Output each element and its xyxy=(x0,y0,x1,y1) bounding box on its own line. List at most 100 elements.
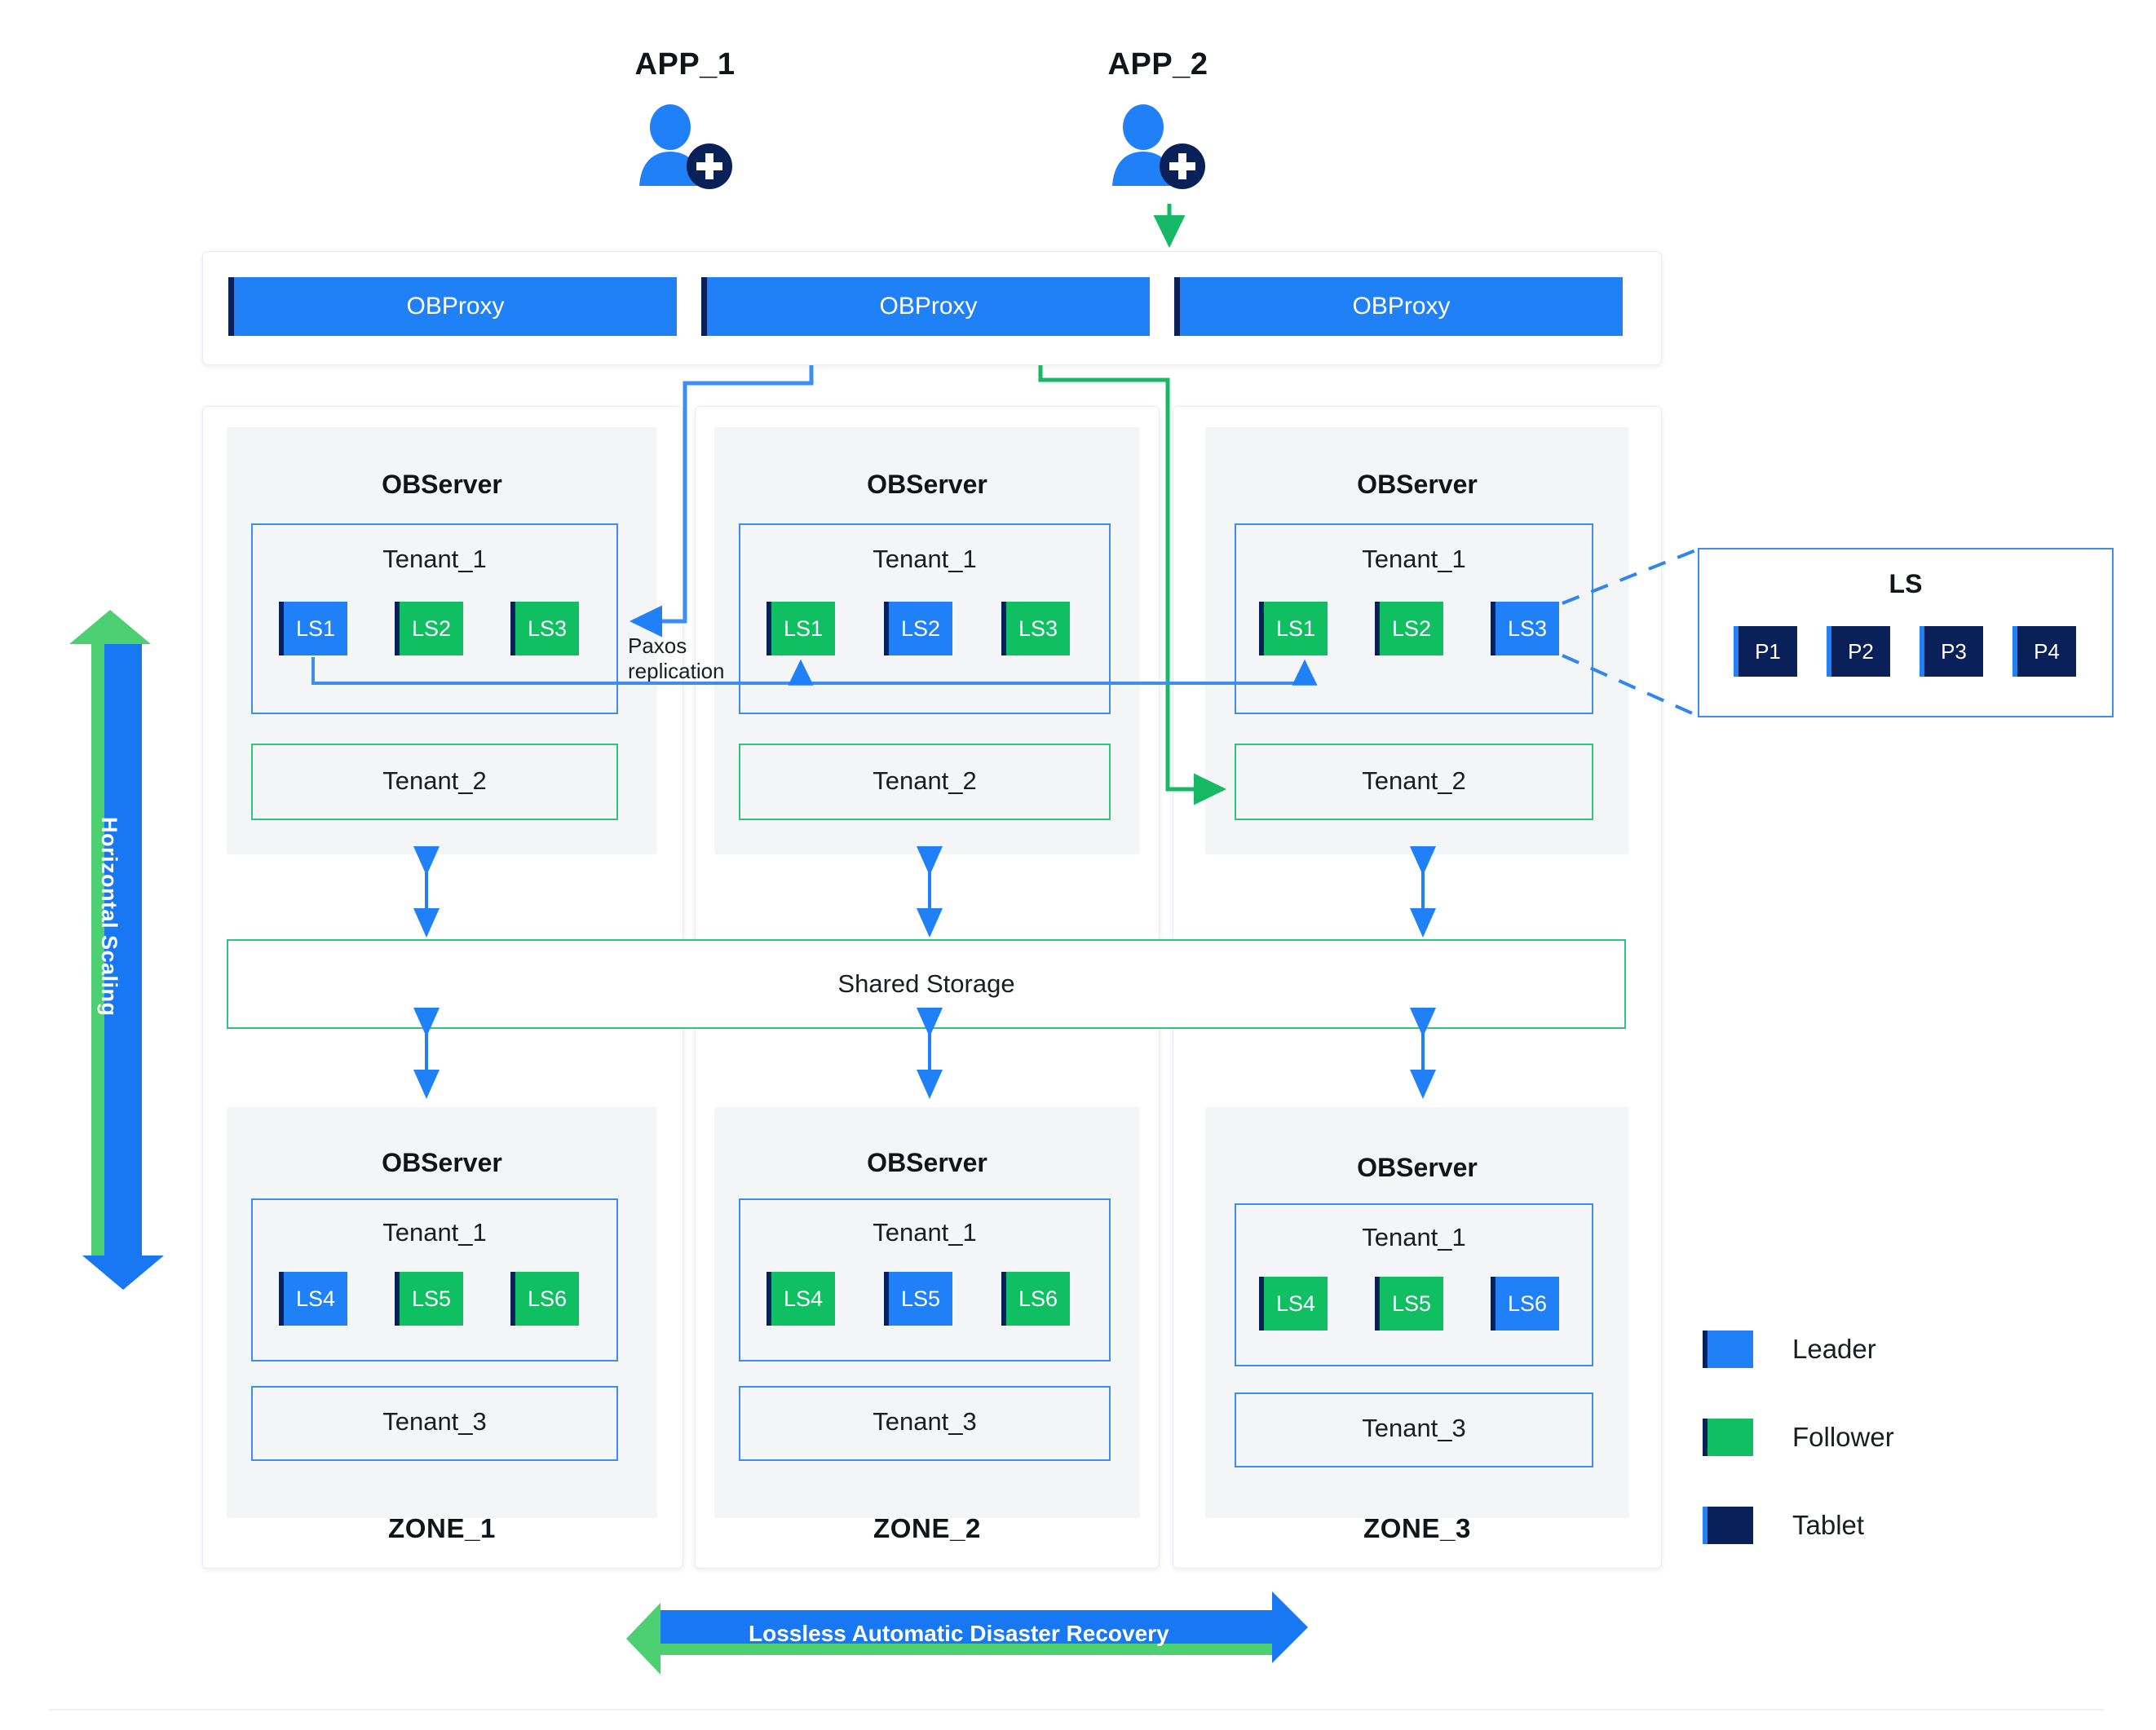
legend-item-tablet: Tablet xyxy=(1703,1507,2078,1544)
zone-1-bottom-tenant-3-label: Tenant_3 xyxy=(382,1407,487,1436)
ls-callout-tablet-p3-label: P3 xyxy=(1941,638,1967,664)
zone-1-top-tenant-2: Tenant_2 xyxy=(251,744,618,820)
zone-2-bottom-ls-5-label: LS5 xyxy=(900,1286,941,1311)
zone-2-top-ls-3[interactable]: LS3 xyxy=(1001,602,1070,655)
zone-1-top-observer-title: OBServer xyxy=(382,470,502,499)
zone-1-top-ls-3-label: LS3 xyxy=(527,616,568,641)
zone-3-top-ls-3-label: LS3 xyxy=(1507,616,1548,641)
zone-2-bottom-ls-4[interactable]: LS4 xyxy=(767,1272,835,1326)
zone-1-bottom-tenant-3: Tenant_3 xyxy=(251,1386,618,1461)
zone-1-bottom-observer-title: OBServer xyxy=(382,1148,502,1177)
paxos-line-1: Paxos xyxy=(628,633,687,658)
app-2-label: APP_2 xyxy=(1107,47,1208,82)
zone-1-bottom-tenant-1-label: Tenant_1 xyxy=(382,1218,487,1247)
zone-2-bottom-ls-6[interactable]: LS6 xyxy=(1001,1272,1070,1326)
zone-3-bottom-tenant-1-label: Tenant_1 xyxy=(1362,1223,1466,1251)
zone-2-top-tenant-2: Tenant_2 xyxy=(739,744,1111,820)
ls-callout-tablet-p3[interactable]: P3 xyxy=(1920,626,1983,677)
zone-3-top-ls-2-label: LS2 xyxy=(1391,616,1432,641)
zone-3-label: ZONE_3 xyxy=(1363,1513,1471,1543)
zone-3-bottom-ls-5-label: LS5 xyxy=(1391,1291,1432,1316)
zone-3-top-tenant-2-label: Tenant_2 xyxy=(1362,766,1466,795)
zone-1-top-ls-2[interactable]: LS2 xyxy=(395,602,463,655)
zone-2-top-tenant-1-label: Tenant_1 xyxy=(873,545,977,573)
zone-2-top-ls-1[interactable]: LS1 xyxy=(767,602,835,655)
zone-2-top-ls-3-label: LS3 xyxy=(1018,616,1058,641)
zone-2-bottom-observer-title: OBServer xyxy=(867,1148,987,1177)
zone-2-top-ls-2-label: LS2 xyxy=(900,616,941,641)
zone-3-bottom-ls-6-label: LS6 xyxy=(1507,1291,1548,1316)
legend-swatch-leader xyxy=(1703,1331,1753,1368)
zone-1-top-ls-1[interactable]: LS1 xyxy=(279,602,347,655)
zone-3-bottom-ls-4[interactable]: LS4 xyxy=(1259,1277,1328,1331)
ls-callout-tablet-p2[interactable]: P2 xyxy=(1827,626,1890,677)
legend-item-follower: Follower xyxy=(1703,1419,2078,1456)
zone-2-label: ZONE_2 xyxy=(873,1513,981,1543)
app-2-avatar-icon xyxy=(1109,104,1207,194)
zone-1-bottom-ls-6[interactable]: LS6 xyxy=(510,1272,579,1326)
zone-3-top-tenant-1-label: Tenant_1 xyxy=(1362,545,1466,573)
ls-callout-title: LS xyxy=(1889,569,1923,598)
ls-callout-tablet-p2-label: P2 xyxy=(1848,638,1874,664)
zone-3-top-ls-3[interactable]: LS3 xyxy=(1491,602,1559,655)
zone-2-bottom-tenant-3: Tenant_3 xyxy=(739,1386,1111,1461)
legend-label-leader: Leader xyxy=(1792,1334,1876,1364)
zone-1-top-ls-1-label: LS1 xyxy=(295,616,336,641)
zone-1-bottom-ls-4[interactable]: LS4 xyxy=(279,1272,347,1326)
legend: Leader Follower Tablet xyxy=(1703,1331,2078,1544)
zone-3-top-ls-2[interactable]: LS2 xyxy=(1375,602,1443,655)
ls-callout-tablet-p1-label: P1 xyxy=(1755,638,1781,664)
zone-1-top-ls-2-label: LS2 xyxy=(411,616,452,641)
zone-3-bottom-tenant-3-label: Tenant_3 xyxy=(1362,1414,1466,1442)
paxos-line-2: replication xyxy=(628,658,725,683)
app-1-label: APP_1 xyxy=(634,47,736,82)
app-1-avatar-icon xyxy=(636,104,734,194)
ls-callout-tablet-p1[interactable]: P1 xyxy=(1734,626,1797,677)
legend-item-leader: Leader xyxy=(1703,1331,2078,1368)
disaster-recovery-caption: Lossless Automatic Disaster Recovery xyxy=(749,1621,1169,1646)
zone-1-top-tenant-2-label: Tenant_2 xyxy=(382,766,487,795)
horizontal-scaling-caption: Horizontal Scaling xyxy=(97,817,121,1017)
zone-2-top-tenant-2-label: Tenant_2 xyxy=(873,766,977,795)
zone-3-top-tenant-2: Tenant_2 xyxy=(1235,744,1593,820)
zone-3-bottom-ls-4-label: LS4 xyxy=(1275,1291,1316,1316)
page-bottom-divider xyxy=(49,1709,2104,1710)
zone-3-top-ls-1-label: LS1 xyxy=(1275,616,1316,641)
zone-2-bottom-ls-5[interactable]: LS5 xyxy=(884,1272,952,1326)
obproxy-2-label: OBProxy xyxy=(879,293,978,320)
zone-2-top-observer-title: OBServer xyxy=(867,470,987,499)
paxos-replication-label: Paxos replication xyxy=(628,633,775,683)
obproxy-3[interactable]: OBProxy xyxy=(1174,277,1623,336)
zone-2-top-ls-2[interactable]: LS2 xyxy=(884,602,952,655)
zone-2-top-ls-1-label: LS1 xyxy=(783,616,824,641)
zone-1-bottom-ls-5[interactable]: LS5 xyxy=(395,1272,463,1326)
zone-3-bottom-tenant-3: Tenant_3 xyxy=(1235,1392,1593,1467)
obproxy-1[interactable]: OBProxy xyxy=(228,277,677,336)
legend-swatch-tablet xyxy=(1703,1507,1753,1544)
zone-1-bottom-ls-5-label: LS5 xyxy=(411,1286,452,1311)
obproxy-2[interactable]: OBProxy xyxy=(701,277,1150,336)
legend-swatch-follower xyxy=(1703,1419,1753,1456)
zone-2-bottom-ls-6-label: LS6 xyxy=(1018,1286,1058,1311)
zone-3-top-observer-title: OBServer xyxy=(1357,470,1478,499)
ls-callout-tablet-p4-label: P4 xyxy=(2034,638,2060,664)
obproxy-3-label: OBProxy xyxy=(1352,293,1451,320)
obproxy-1-label: OBProxy xyxy=(406,293,505,320)
zone-1-bottom-ls-4-label: LS4 xyxy=(295,1286,336,1311)
zone-2-bottom-tenant-1-label: Tenant_1 xyxy=(873,1218,977,1247)
ls-callout-tablet-p4[interactable]: P4 xyxy=(2012,626,2076,677)
legend-label-tablet: Tablet xyxy=(1792,1510,1865,1540)
shared-storage-box: Shared Storage xyxy=(227,939,1626,1029)
legend-label-follower: Follower xyxy=(1792,1422,1894,1452)
zone-1-bottom-ls-6-label: LS6 xyxy=(527,1286,568,1311)
zone-3-bottom-observer-title: OBServer xyxy=(1357,1153,1478,1182)
zone-1-top-tenant-1-label: Tenant_1 xyxy=(382,545,487,573)
zone-3-bottom-ls-5[interactable]: LS5 xyxy=(1375,1277,1443,1331)
zone-3-top-ls-1[interactable]: LS1 xyxy=(1259,602,1328,655)
zone-3-bottom-ls-6[interactable]: LS6 xyxy=(1491,1277,1559,1331)
shared-storage-label: Shared Storage xyxy=(837,969,1015,998)
zone-2-bottom-tenant-3-label: Tenant_3 xyxy=(873,1407,977,1436)
zone-1-label: ZONE_1 xyxy=(388,1513,496,1543)
zone-1-top-ls-3[interactable]: LS3 xyxy=(510,602,579,655)
